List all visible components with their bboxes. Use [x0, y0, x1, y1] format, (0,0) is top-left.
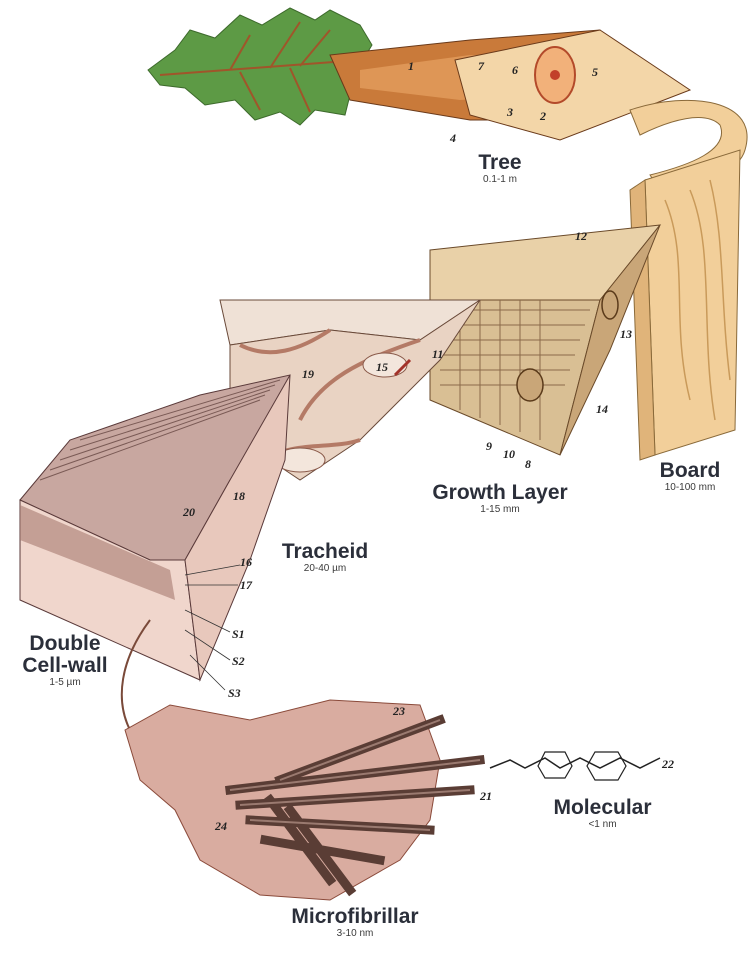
microfibrillar-title: Microfibrillar [270, 906, 440, 928]
pith [550, 70, 560, 80]
cell-wall-title-line2: Cell-wall [10, 655, 120, 677]
cellulose-molecule-illustration [490, 752, 660, 780]
board-title: Board [640, 460, 740, 482]
microfibrillar-scale: 3-10 nm [270, 928, 440, 940]
resin-canal [517, 369, 543, 401]
callout-23: 23 [392, 704, 405, 718]
callout-17: 17 [240, 578, 253, 592]
callout-4: 4 [449, 131, 456, 145]
callout-18: 18 [233, 489, 245, 503]
growth-layer-title: Growth Layer [420, 482, 580, 504]
wall-layer-s3: S3 [228, 686, 241, 700]
callout-14: 14 [596, 402, 608, 416]
tracheid-label: Tracheid 20-40 µm [265, 541, 385, 575]
molecular-label: Molecular <1 nm [540, 797, 665, 831]
callout-8: 8 [525, 457, 531, 471]
callout-19: 19 [302, 367, 314, 381]
microfibrillar-label: Microfibrillar 3-10 nm [270, 906, 440, 940]
growth-layer-scale: 1-15 mm [420, 504, 580, 516]
tree-label: Tree 0.1-1 m [470, 152, 530, 186]
callout-7: 7 [478, 59, 485, 73]
callout-12: 12 [575, 229, 587, 243]
callout-1: 1 [408, 59, 414, 73]
growth-layer-label: Growth Layer 1-15 mm [420, 482, 580, 516]
molecular-title: Molecular [540, 797, 665, 819]
callout-6: 6 [512, 63, 518, 77]
callout-11: 11 [432, 347, 443, 361]
callout-16: 16 [240, 555, 252, 569]
callout-5: 5 [592, 65, 598, 79]
callout-2: 2 [539, 109, 546, 123]
tree-scale: 0.1-1 m [470, 174, 530, 186]
molecular-scale: <1 nm [540, 819, 665, 831]
board-illustration [630, 150, 740, 460]
glucose-ring-2 [587, 752, 626, 780]
callout-13: 13 [620, 327, 632, 341]
wall-layer-s1: S1 [232, 627, 245, 641]
cellulose-chain [490, 758, 660, 768]
cell-wall-title-line1: Double [10, 633, 120, 655]
cell-wall-label: Double Cell-wall 1-5 µm [10, 633, 120, 689]
callout-3: 3 [506, 105, 513, 119]
callout-10: 10 [503, 447, 515, 461]
callout-20: 20 [182, 505, 195, 519]
wall-layer-s2: S2 [232, 654, 245, 668]
tree-illustration [148, 8, 690, 140]
tree-title: Tree [470, 152, 530, 174]
callout-15: 15 [376, 360, 388, 374]
microfibril-illustration [125, 700, 480, 900]
callout-22: 22 [661, 757, 674, 771]
cell-wall-scale: 1-5 µm [10, 677, 120, 689]
callout-24: 24 [214, 819, 227, 833]
callout-9: 9 [486, 439, 492, 453]
tracheid-title: Tracheid [265, 541, 385, 563]
callout-21: 21 [479, 789, 492, 803]
board-label: Board 10-100 mm [640, 460, 740, 494]
tracheid-scale: 20-40 µm [265, 563, 385, 575]
board-scale: 10-100 mm [640, 482, 740, 494]
ray-cell [602, 291, 618, 319]
